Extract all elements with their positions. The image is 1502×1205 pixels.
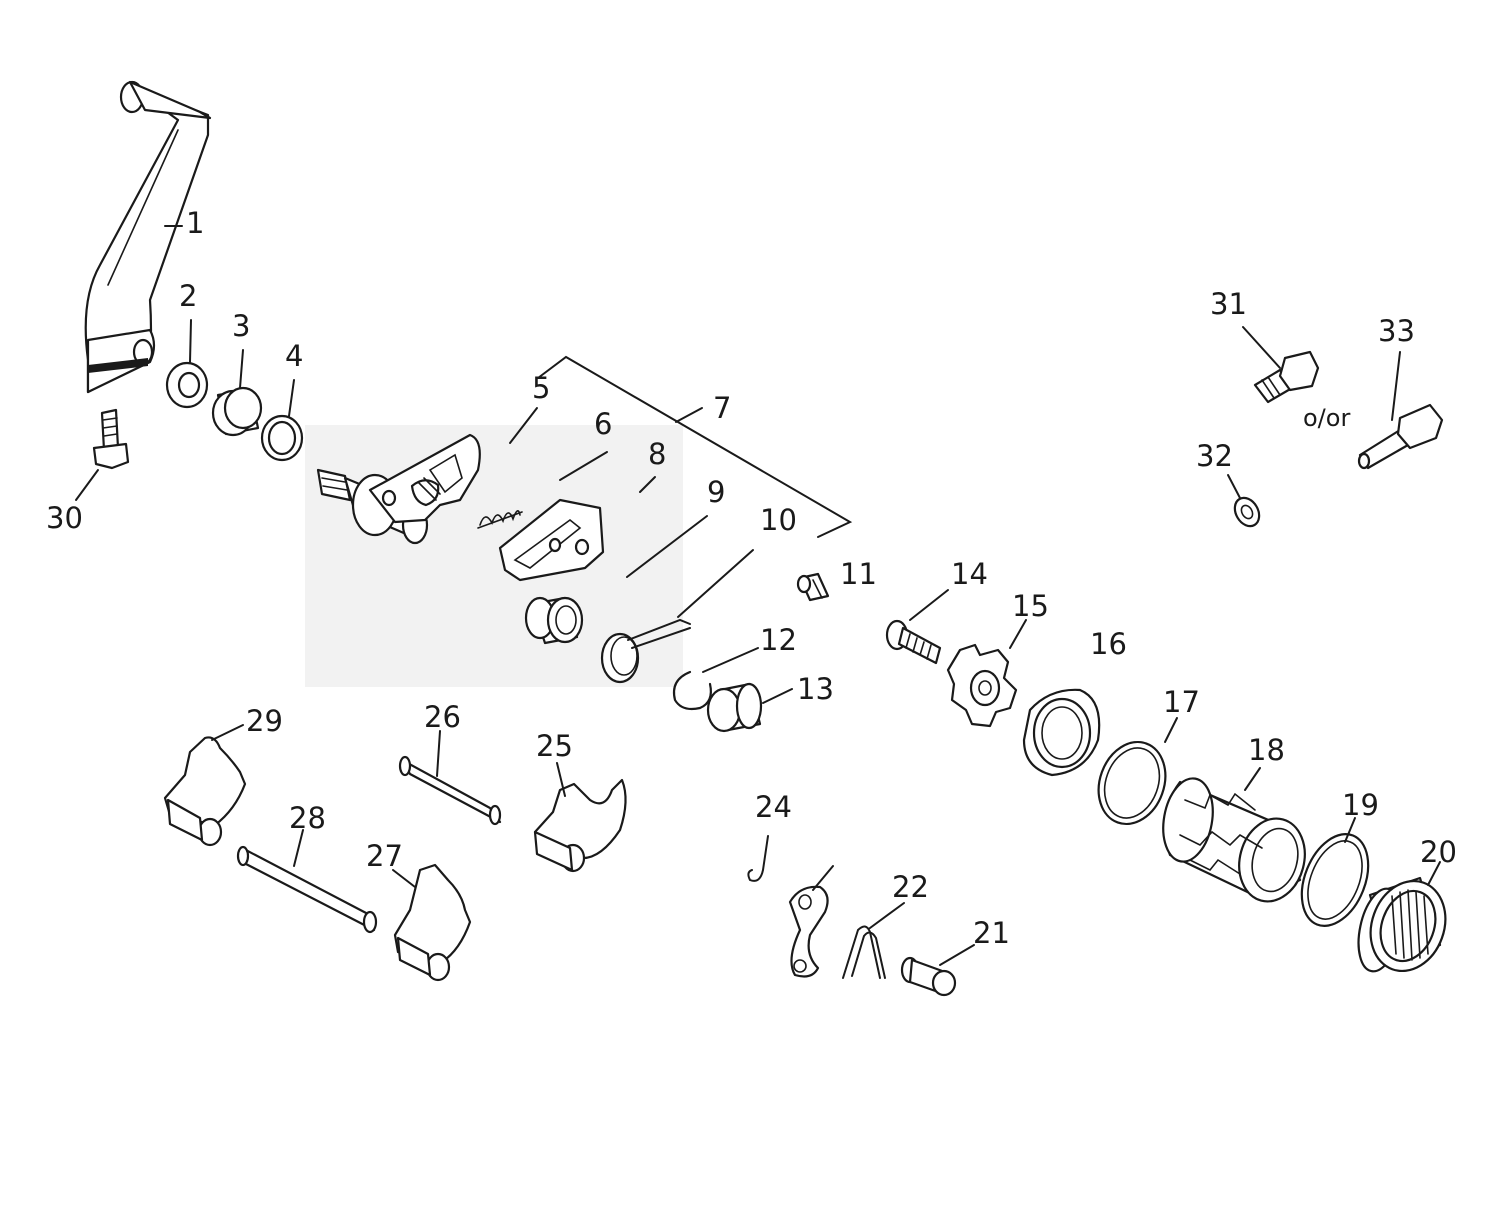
- part-8-collar: [524, 596, 584, 645]
- label-25: 25: [536, 729, 573, 763]
- part-26-rod: [398, 755, 502, 826]
- part-25-shift-fork: [533, 778, 627, 873]
- label-33: 33: [1378, 314, 1415, 348]
- part-14-screw: [885, 619, 942, 665]
- leader-22: [869, 902, 905, 929]
- part-22-spring: [842, 925, 886, 979]
- part-17-ring: [1097, 740, 1167, 826]
- leader-3: [239, 349, 244, 389]
- leader-28: [293, 829, 304, 867]
- leader-14: [909, 589, 949, 621]
- label-28: 28: [289, 801, 326, 835]
- part-33-bolt: [1357, 403, 1444, 470]
- part-5-shift-shaft: [316, 433, 481, 545]
- part-18-shift-drum: [1162, 777, 1306, 903]
- label-13: 13: [797, 672, 834, 706]
- leader-25: [556, 762, 566, 797]
- label-20: 20: [1420, 835, 1457, 869]
- label-3: 3: [232, 309, 250, 343]
- part-21-pin: [900, 956, 957, 997]
- label-30: 30: [46, 501, 83, 535]
- label-26: 26: [424, 700, 461, 734]
- leader-15: [1009, 619, 1027, 649]
- part-19-ring: [1300, 832, 1370, 928]
- leader-32: [1227, 474, 1241, 499]
- label-5: 5: [532, 371, 550, 405]
- label-4: 4: [285, 339, 303, 373]
- label-8: 8: [648, 437, 666, 471]
- leader-20: [1427, 861, 1441, 886]
- leader-9: [626, 515, 708, 578]
- label-27: 27: [366, 839, 403, 873]
- part-32-washer: [1233, 496, 1261, 528]
- label-10: 10: [760, 503, 797, 537]
- label-12: 12: [760, 623, 797, 657]
- leader-12: [702, 647, 759, 673]
- part-31-bolt: [1253, 350, 1320, 404]
- part-28-rod: [236, 845, 378, 934]
- leader-5: [509, 407, 538, 444]
- label-9: 9: [707, 475, 725, 509]
- part-11-pin: [796, 572, 830, 602]
- part-7-bracket: [537, 355, 853, 538]
- label-29: 29: [246, 704, 283, 738]
- label-19: 19: [1342, 788, 1379, 822]
- leader-21: [939, 944, 975, 966]
- part-2-washer: [165, 361, 209, 409]
- leader-10: [677, 549, 754, 618]
- part-30-bolt: [92, 408, 130, 470]
- leader-27: [392, 869, 416, 888]
- label-18: 18: [1248, 733, 1285, 767]
- leader-18: [1244, 767, 1261, 791]
- leader-33: [1391, 351, 1401, 421]
- leader-29: [211, 724, 244, 741]
- part-27-shift-fork: [393, 863, 472, 982]
- leader-13: [762, 688, 793, 704]
- label-11: 11: [840, 557, 877, 591]
- label-16: 16: [1090, 627, 1127, 661]
- part-6-ratchet-plate: [498, 498, 605, 582]
- label-31: 31: [1210, 287, 1247, 321]
- label-24: 24: [755, 790, 792, 824]
- label-2: 2: [179, 279, 197, 313]
- part-29-shift-fork: [163, 736, 247, 847]
- label-21: 21: [973, 916, 1010, 950]
- spring-small: [477, 510, 523, 529]
- part-16-seal: [1022, 688, 1101, 777]
- leader-2: [189, 319, 192, 363]
- label-7: 7: [713, 391, 731, 425]
- label-22: 22: [892, 870, 929, 904]
- leader-8: [639, 476, 656, 493]
- label-6: 6: [594, 407, 612, 441]
- part-13-bushing: [706, 682, 763, 733]
- part-10-torsion-spring: [600, 618, 691, 684]
- part-1-lever: [84, 80, 212, 394]
- part-24-clip: [747, 835, 769, 882]
- label-32: 32: [1196, 439, 1233, 473]
- part-20-needle-bearing: [1357, 876, 1447, 973]
- part-15-star-cam: [946, 643, 1018, 728]
- leader-4: [288, 379, 295, 417]
- leader-6: [559, 451, 608, 481]
- label-14: 14: [951, 557, 988, 591]
- leader-31: [1242, 326, 1281, 369]
- label-17: 17: [1163, 685, 1200, 719]
- leader-26: [436, 730, 441, 777]
- leader-23: [812, 865, 834, 891]
- label-15: 15: [1012, 589, 1049, 623]
- part-3-bushing: [211, 386, 263, 437]
- leader-30: [75, 469, 99, 501]
- part-23-detent-arm: [788, 885, 829, 978]
- label-1: 1: [186, 206, 204, 240]
- leader-7: [675, 407, 703, 423]
- leader-17: [1164, 717, 1178, 743]
- part-12-circlip: [672, 670, 712, 711]
- alt-text-o-or: o/or: [1303, 404, 1350, 432]
- leader-19: [1344, 817, 1356, 843]
- part-4-ring: [260, 414, 304, 462]
